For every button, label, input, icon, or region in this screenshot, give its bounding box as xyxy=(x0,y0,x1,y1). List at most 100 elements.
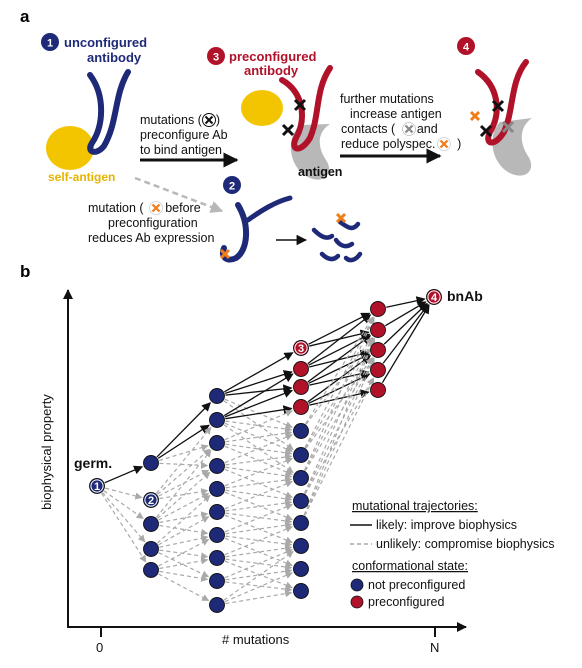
unlikely-trajectory-arrow xyxy=(157,448,211,495)
unlikely-trajectory-arrow xyxy=(159,461,209,469)
unconfigured-node: 1 xyxy=(89,478,105,494)
step-1: 1 unconfigured antibody self-antigen xyxy=(41,33,147,184)
unconfigured-node xyxy=(293,447,309,463)
unlikely-trajectory-arrow xyxy=(225,567,293,581)
unlikely-trajectory-arrow xyxy=(303,338,376,516)
arrow-3-to-4: further mutations increase antigen conta… xyxy=(340,92,461,164)
unlikely-trajectory-arrow xyxy=(159,524,209,536)
unconfigured-node xyxy=(209,527,225,543)
unconfigured-node xyxy=(293,561,309,577)
unlikely-trajectory-arrow xyxy=(224,409,293,441)
step-4-badge xyxy=(457,37,475,55)
likely-trajectory-arrow xyxy=(224,370,293,395)
unconfigured-node xyxy=(209,458,225,474)
unlikely-trajectory-arrow xyxy=(159,557,209,570)
legend-state-title: conformational state: xyxy=(352,559,468,573)
unconfigured-node xyxy=(143,562,159,578)
unlikely-trajectory-arrow xyxy=(224,445,293,476)
antigen-blob-2 xyxy=(492,118,532,176)
unconfigured-node xyxy=(209,481,225,497)
legend-unlikely: unlikely: compromise biophysics xyxy=(376,537,555,551)
panel-b-letter: b xyxy=(20,262,30,281)
unlikely-trajectory-arrow xyxy=(158,538,210,567)
orange-cross-icon xyxy=(437,137,451,151)
step-2: 2 mutation () before preconfiguration re… xyxy=(88,176,363,263)
unconfigured-node xyxy=(293,538,309,554)
step-2-line3: reduces Ab expression xyxy=(88,231,215,245)
legend-navy-dot xyxy=(350,578,364,592)
likely-trajectory-arrow xyxy=(384,301,427,327)
antigen-blob xyxy=(290,124,330,180)
panel-b: b 0 N # mutations biophysical property 1… xyxy=(20,262,555,655)
step-3-title-line2: antibody xyxy=(244,63,299,78)
mutation-cross-icon xyxy=(219,248,231,260)
likely-trajectory-arrow xyxy=(307,335,372,383)
likely-trajectory-arrow xyxy=(224,389,294,418)
likely-trajectory-arrow xyxy=(307,355,372,403)
matured-antibody-shape xyxy=(475,59,529,146)
likely-trajectory-arrow xyxy=(382,303,429,364)
likely-trajectory-arrow xyxy=(225,405,293,420)
likely-trajectory-arrow xyxy=(308,373,371,404)
x-tick-label-0: 0 xyxy=(96,640,103,655)
unconfigured-node xyxy=(293,515,309,531)
unlikely-trajectory-arrow xyxy=(225,590,293,605)
preconfigured-node xyxy=(370,301,386,317)
unlikely-trajectory-arrow xyxy=(305,357,373,449)
unlikely-trajectory-arrow xyxy=(225,581,293,593)
step-1-badge xyxy=(41,33,59,51)
state-nodes: 1 2 3 4 xyxy=(89,289,442,613)
degraded-fragments xyxy=(311,219,363,263)
arrow-1-3-line3: to bind antigen xyxy=(140,143,222,157)
unlikely-trajectory-arrow xyxy=(224,503,293,533)
arrow-1-3-line2: preconfigure Ab xyxy=(140,128,228,142)
antigen-label: antigen xyxy=(298,165,342,179)
preconfigured-node xyxy=(293,379,309,395)
trajectory-edges xyxy=(101,296,430,605)
unconfigured-node xyxy=(293,470,309,486)
node-number: 3 xyxy=(298,343,304,355)
unlikely-trajectory-arrow xyxy=(224,457,293,487)
likely-trajectory-arrow xyxy=(381,304,430,384)
unlikely-trajectory-arrow xyxy=(224,560,293,589)
step-2-line2: preconfiguration xyxy=(108,216,198,230)
unlikely-trajectory-arrow xyxy=(156,494,211,544)
step-2-number: 2 xyxy=(229,181,235,193)
likely-trajectory-arrow xyxy=(308,312,371,345)
unlikely-trajectory-arrow xyxy=(158,516,210,546)
unlikely-trajectory-arrow xyxy=(158,552,210,578)
unlikely-trajectory-arrow xyxy=(105,487,143,500)
preconfigured-node xyxy=(293,361,309,377)
unlikely-trajectory-arrow xyxy=(159,511,209,524)
unlikely-trajectory-arrow xyxy=(224,548,293,579)
likely-trajectory-arrow xyxy=(223,373,294,417)
step-1-title-line2: antibody xyxy=(87,50,142,65)
unlikely-trajectory-arrow xyxy=(159,488,209,500)
unlikely-trajectory-arrow xyxy=(158,492,210,521)
legend-not-preconfigured: not preconfigured xyxy=(368,578,465,592)
legend-red-dot xyxy=(350,595,364,609)
preconfigured-node: 4 xyxy=(426,289,442,305)
likely-trajectory-arrow xyxy=(386,296,426,308)
likely-trajectory-arrow xyxy=(308,353,371,384)
legend-likely: likely: improve biophysics xyxy=(376,518,517,532)
legend: mutational trajectories: likely: improve… xyxy=(350,499,555,609)
step-3-badge xyxy=(207,47,225,65)
panel-a: a 1 unconfigured antibody self-antigen m… xyxy=(20,7,532,263)
antibody-arm xyxy=(245,195,293,223)
unconfigured-node xyxy=(209,388,225,404)
arrow-1-to-2 xyxy=(134,176,224,213)
unconfigured-node xyxy=(293,583,309,599)
step-3: 3 preconfigured antibody antigen xyxy=(207,47,342,180)
mutation-cross-icon xyxy=(281,123,295,137)
unlikely-trajectory-arrow xyxy=(224,480,293,510)
mutation-cross-icon xyxy=(501,120,515,134)
preconfigured-node xyxy=(370,342,386,358)
unlikely-trajectory-arrow xyxy=(224,422,293,453)
mutation-cross-icon xyxy=(469,110,481,122)
unconfigured-node xyxy=(209,597,225,613)
unlikely-trajectory-arrow xyxy=(102,492,146,543)
unconfigured-node: 2 xyxy=(143,492,159,508)
unconfigured-node xyxy=(209,435,225,451)
